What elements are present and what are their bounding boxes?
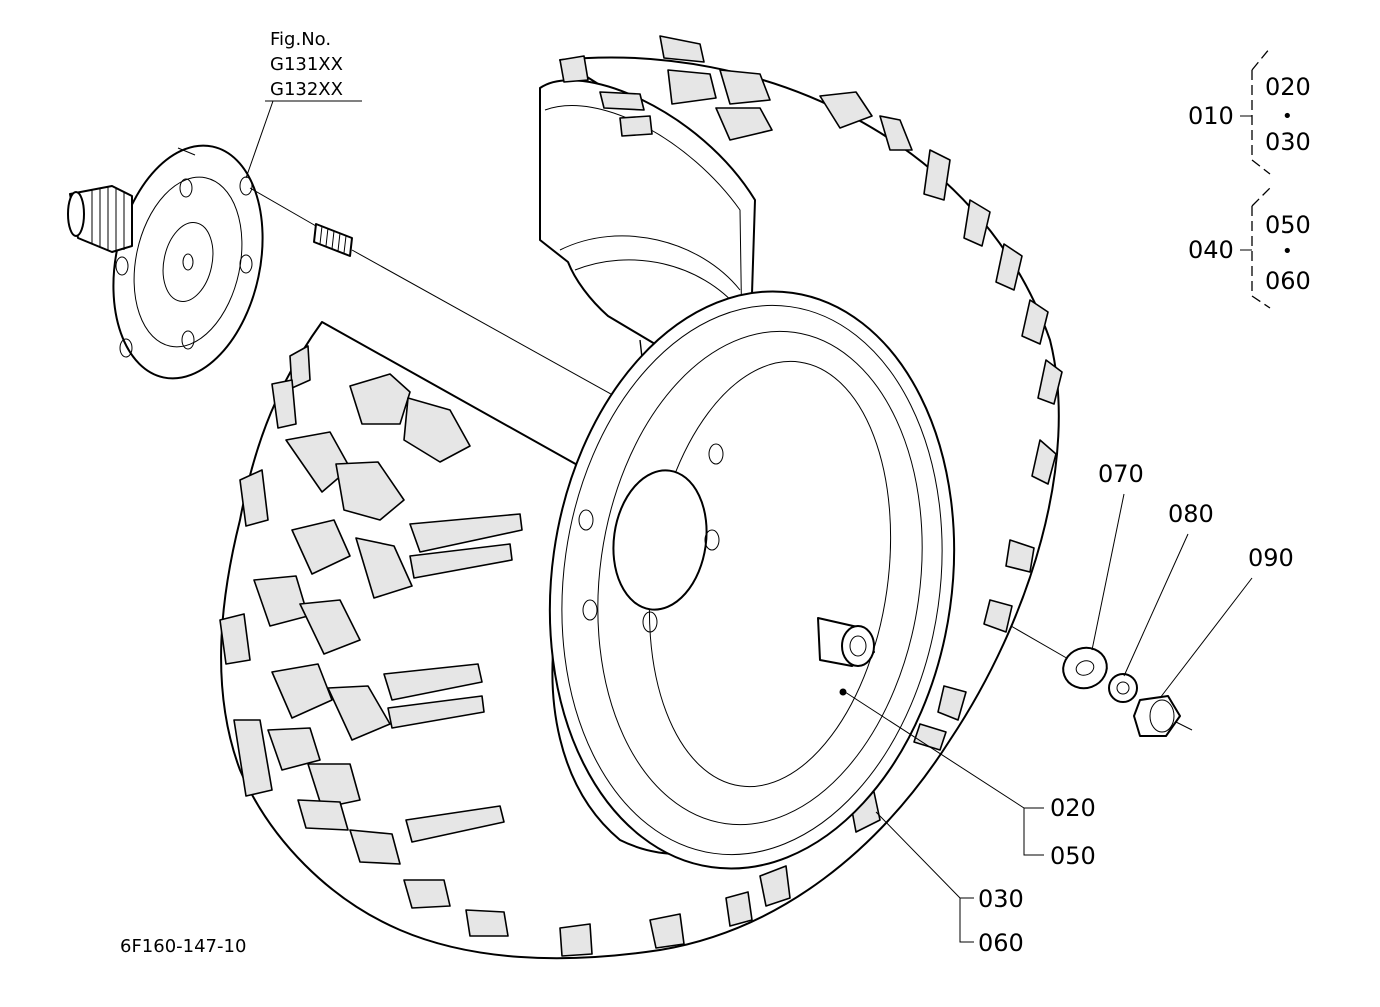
callout-030: 030 [978,885,1024,913]
callout-leaders [844,493,1253,943]
hub-flange [67,144,264,380]
group-ref-040: 040 [1188,236,1234,264]
callout-020: 020 [1050,794,1096,822]
wheel-rim [548,290,956,870]
assembly-group-brackets [1240,47,1271,309]
fig-code-1: G131XX [270,54,343,75]
group-010-separator: • [1282,106,1293,127]
callout-090: 090 [1248,544,1294,572]
fig-no-label: Fig.No. [270,29,331,50]
stud-bolt [313,223,353,257]
group-040-part-b: 060 [1265,267,1311,295]
group-ref-010: 010 [1188,102,1234,130]
group-010-part-b: 030 [1265,128,1311,156]
drawing-code: 6F160-147-10 [120,936,246,957]
group-040-part-a: 050 [1265,211,1311,239]
callout-060: 060 [978,929,1024,957]
callout-080: 080 [1168,500,1214,528]
group-010-part-a: 020 [1265,73,1311,101]
tire [219,35,1063,960]
callout-070: 070 [1098,460,1144,488]
spring-washer [1108,673,1138,703]
nut [1133,695,1181,737]
washer [1062,646,1108,690]
fig-code-2: G132XX [270,79,343,100]
callout-050: 050 [1050,842,1096,870]
group-040-separator: • [1282,241,1293,262]
